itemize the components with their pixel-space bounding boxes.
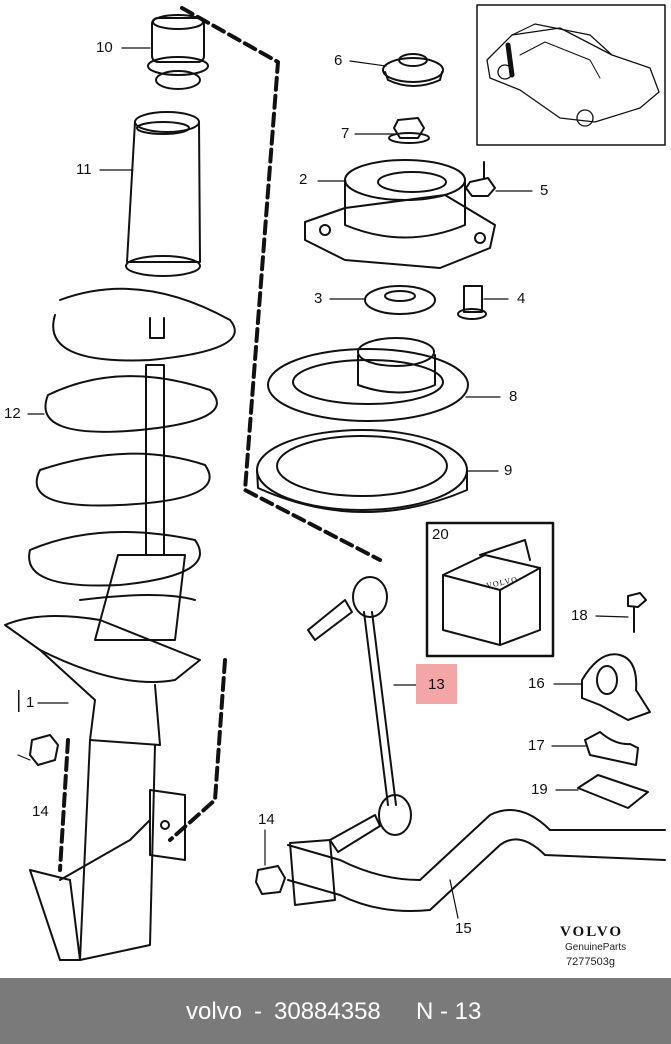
callout-19: 19: [531, 781, 548, 798]
part-16-bracket: [581, 653, 651, 721]
callout-7: 7: [341, 125, 350, 142]
callout-12: 12: [4, 405, 21, 422]
part-10-bump-stop: [147, 14, 209, 90]
callout-18: 18: [571, 607, 588, 624]
part-5-nut: [465, 161, 496, 197]
part-6-cap: [382, 53, 444, 87]
callout-3: 3: [314, 290, 323, 307]
footer-bar: [0, 978, 671, 1044]
part-18-bolt: [627, 592, 647, 633]
callout-15: 15: [455, 920, 472, 937]
genuine-parts-text: GenuineParts: [565, 942, 627, 953]
footer-separator: -: [254, 998, 262, 1025]
callout-13: 13: [428, 676, 445, 693]
part-8-spring-seat: [267, 337, 469, 422]
callout-17: 17: [528, 737, 545, 754]
footer-part-number: 30884358: [274, 998, 381, 1025]
part-11-dust-boot: [125, 111, 201, 277]
footer-make: volvo: [186, 998, 243, 1025]
part-9-isolator: [256, 429, 468, 513]
part-12-coil-spring: [28, 287, 236, 601]
callout-8: 8: [509, 388, 518, 405]
volvo-logo-text: VOLVO: [560, 924, 624, 940]
callout-2: 2: [299, 171, 308, 188]
part-17-bushing: [584, 731, 639, 766]
callout-20: 20: [432, 526, 449, 543]
callout-16: 16: [528, 675, 545, 692]
callout-6: 6: [334, 52, 343, 69]
part-14-nuts: [29, 734, 286, 895]
callout-14-left: 14: [32, 803, 49, 820]
part-4-bolt: [457, 285, 487, 320]
callout-5: 5: [540, 182, 549, 199]
callout-14-right: 14: [258, 811, 275, 828]
callout-9: 9: [504, 462, 513, 479]
drawing-ref-code: 7277503g: [566, 956, 615, 968]
car-thumbnail: [476, 4, 666, 146]
part-15-sway-bar: [287, 809, 666, 912]
callout-1: 1: [26, 694, 35, 711]
callout-4: 4: [517, 290, 526, 307]
leader-lines: [17, 47, 629, 919]
highlight-part-13: [416, 664, 457, 704]
part-2-strut-mount: [304, 159, 496, 269]
part-13-stabilizer-link: [307, 576, 412, 853]
part-7-nut: [388, 117, 430, 144]
callout-11: 11: [76, 161, 92, 178]
exploded-parts-diagram: [4, 4, 666, 961]
strut-assembly: [4, 317, 201, 961]
callout-10: 10: [96, 39, 113, 56]
part-3-bearing: [364, 285, 436, 315]
part-20-box: [425, 521, 555, 658]
footer-position: N - 13: [416, 998, 482, 1025]
part-19-plate: [577, 774, 649, 809]
